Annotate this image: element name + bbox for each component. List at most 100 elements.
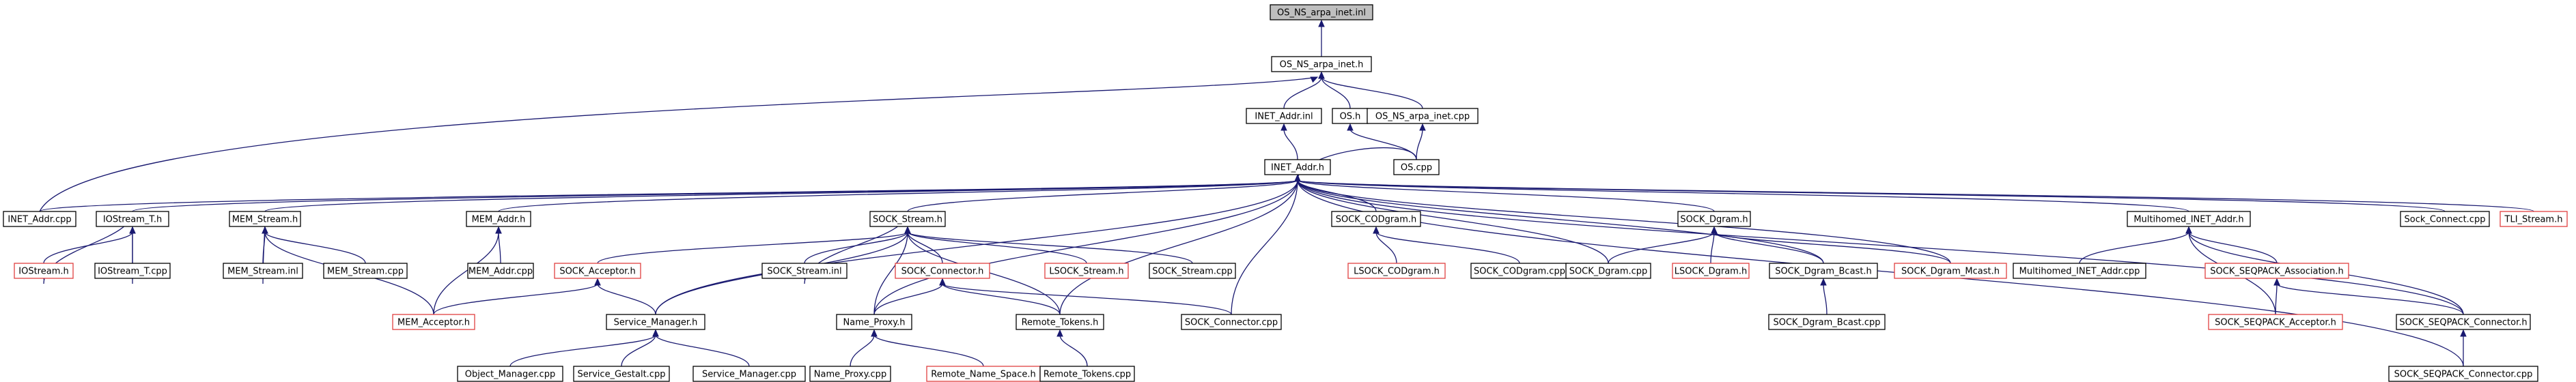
node-box — [1039, 366, 1135, 382]
node-label: IOStream.h — [18, 267, 68, 277]
node-ssconn-cpp[interactable]: SOCK_SEQPACK_Connector.cpp — [2388, 366, 2538, 382]
node-label: MEM_Stream.cpp — [327, 267, 404, 277]
node-box — [1016, 314, 1104, 330]
node-rt-h[interactable]: Remote_Tokens.h — [1016, 314, 1104, 330]
node-iost-h[interactable]: IOStream_T.h — [96, 211, 169, 227]
node-sockc-h[interactable]: SOCK_Connector.h — [895, 263, 990, 279]
node-label: MEM_Addr.h — [472, 215, 526, 225]
node-label: Multihomed_INET_Addr.h — [2133, 215, 2243, 225]
node-ssconn-h[interactable]: SOCK_SEQPACK_Connector.h — [2396, 314, 2531, 330]
node-label: OS_NS_arpa_inet.h — [1280, 60, 1364, 70]
node-mh-cpp[interactable]: Multihomed_INET_Addr.cpp — [2013, 263, 2146, 279]
node-mems-cpp[interactable]: MEM_Stream.cpp — [323, 263, 408, 279]
edge-np_h-to-sockc_h — [873, 278, 946, 315]
node-box — [1367, 108, 1479, 124]
node-os-h[interactable]: OS.h — [1332, 108, 1369, 124]
node-label: Object_Manager.cpp — [465, 370, 555, 380]
node-inet-inl[interactable]: INET_Addr.inl — [1246, 108, 1322, 124]
node-box — [3, 211, 76, 227]
edge-lsocks_h-to-socks_h — [904, 226, 1087, 264]
node-label: SOCK_Acceptor.h — [559, 267, 635, 277]
node-label: SOCK_SEQPACK_Connector.h — [2399, 318, 2527, 328]
node-socks-h[interactable]: SOCK_Stream.h — [869, 211, 946, 227]
node-box — [809, 366, 891, 382]
node-label: Name_Proxy.h — [843, 318, 906, 328]
node-socks-cpp[interactable]: SOCK_Stream.cpp — [1149, 263, 1236, 279]
node-rns-h[interactable]: Remote_Name_Space.h — [926, 366, 1041, 382]
node-sockd-h[interactable]: SOCK_Dgram.h — [1677, 211, 1751, 227]
node-sockd-cpp[interactable]: SOCK_Dgram.cpp — [1565, 263, 1651, 279]
edge-osns_h-to-root — [1318, 19, 1325, 57]
node-om-cpp[interactable]: Object_Manager.cpp — [457, 366, 563, 382]
node-ssa-h[interactable]: SOCK_SEQPACK_Association.h — [2204, 263, 2349, 279]
edge-inet_inl-to-osns_h — [1283, 71, 1325, 109]
node-label: MEM_Stream.inl — [227, 267, 298, 277]
node-osns-h[interactable]: OS_NS_arpa_inet.h — [1271, 56, 1372, 72]
edge-sm_h-to-socka_h — [594, 278, 656, 315]
node-iostream-h[interactable]: IOStream.h — [14, 263, 74, 279]
node-sockconn-cpp2[interactable]: Sock_Connect.cpp — [2400, 211, 2490, 227]
node-ssacc-h[interactable]: SOCK_SEQPACK_Acceptor.h — [2208, 314, 2343, 330]
node-mems-inl[interactable]: MEM_Stream.inl — [223, 263, 303, 279]
node-box — [1672, 263, 1750, 279]
node-box — [466, 211, 531, 227]
node-box — [467, 263, 534, 279]
node-lsockcod-h[interactable]: LSOCK_CODgram.h — [1347, 263, 1446, 279]
node-rt-cpp[interactable]: Remote_Tokens.cpp — [1039, 366, 1135, 382]
node-sockcod-h[interactable]: SOCK_CODgram.h — [1331, 211, 1421, 227]
node-box — [1768, 314, 1886, 330]
node-label: SOCK_CODgram.h — [1336, 215, 1417, 225]
node-box — [14, 263, 74, 279]
node-sm-cpp[interactable]: Service_Manager.cpp — [692, 366, 806, 382]
node-box — [1565, 263, 1651, 279]
node-box — [869, 211, 946, 227]
node-box — [1393, 159, 1440, 175]
node-label: SOCK_SEQPACK_Association.h — [2210, 267, 2343, 277]
node-mema-h[interactable]: MEM_Addr.h — [466, 211, 531, 227]
node-os-cpp[interactable]: OS.cpp — [1393, 159, 1440, 175]
node-box — [692, 366, 806, 382]
node-osns-cpp[interactable]: OS_NS_arpa_inet.cpp — [1367, 108, 1479, 124]
node-mema-acc-h[interactable]: MEM_Acceptor.h — [392, 314, 475, 330]
edge-mema_h-to-inet_h — [498, 174, 1301, 212]
node-label: Name_Proxy.cpp — [814, 370, 886, 380]
node-sm-h[interactable]: Service_Manager.h — [606, 314, 705, 330]
node-sockdb-h[interactable]: SOCK_Dgram_Bcast.h — [1769, 263, 1878, 279]
node-socka-h[interactable]: SOCK_Acceptor.h — [554, 263, 641, 279]
node-label: SOCK_Dgram_Mcast.h — [1901, 267, 2000, 277]
node-box — [573, 366, 670, 382]
node-socks-inl[interactable]: SOCK_Stream.inl — [761, 263, 848, 279]
node-sockcod-cpp[interactable]: SOCK_CODgram.cpp — [1470, 263, 1569, 279]
nodes-layer: OS_NS_arpa_inet.inlOS_NS_arpa_inet.hINET… — [3, 4, 2568, 382]
node-inet-cpp[interactable]: INET_Addr.cpp — [3, 211, 76, 227]
node-label: Sock_Connect.cpp — [2405, 215, 2486, 225]
node-box — [323, 263, 408, 279]
edge-sockd_cpp-to-sockd_h — [1608, 226, 1718, 264]
node-box — [1181, 314, 1282, 330]
node-label: Remote_Name_Space.h — [931, 370, 1036, 380]
node-lsocks-h[interactable]: LSOCK_Stream.h — [1044, 263, 1129, 279]
node-mh-h[interactable]: Multihomed_INET_Addr.h — [2127, 211, 2251, 227]
edge-sockd_h-to-inet_h — [1294, 174, 1715, 212]
node-iost-cpp[interactable]: IOStream_T.cpp — [94, 263, 171, 279]
node-sockdb-cpp[interactable]: SOCK_Dgram_Bcast.cpp — [1768, 314, 1886, 330]
node-box — [1246, 108, 1322, 124]
node-sg-cpp[interactable]: Service_Gestalt.cpp — [573, 366, 670, 382]
node-lsockd-h[interactable]: LSOCK_Dgram.h — [1672, 263, 1750, 279]
node-root[interactable]: OS_NS_arpa_inet.inl — [1270, 4, 1373, 20]
node-tli-h[interactable]: TLI_Stream.h — [2500, 211, 2568, 227]
node-np-cpp[interactable]: Name_Proxy.cpp — [809, 366, 891, 382]
node-np-h[interactable]: Name_Proxy.h — [836, 314, 912, 330]
node-box — [457, 366, 563, 382]
node-label: IOStream_T.cpp — [98, 267, 167, 277]
edge-rt_cpp-to-rt_h — [1056, 329, 1088, 367]
node-sockdm-h[interactable]: SOCK_Dgram_Mcast.h — [1894, 263, 2007, 279]
node-label: LSOCK_CODgram.h — [1354, 267, 1440, 277]
node-mems-h[interactable]: MEM_Stream.h — [229, 211, 301, 227]
edge-socks_h-to-inet_h — [907, 174, 1301, 212]
node-mema-cpp[interactable]: MEM_Addr.cpp — [467, 263, 534, 279]
node-label: SOCK_Connector.h — [901, 267, 984, 277]
edge-mh_cpp-to-mh_h — [2079, 226, 2192, 264]
node-sockc-cpp[interactable]: SOCK_Connector.cpp — [1181, 314, 1282, 330]
node-inet-h[interactable]: INET_Addr.h — [1264, 159, 1331, 175]
